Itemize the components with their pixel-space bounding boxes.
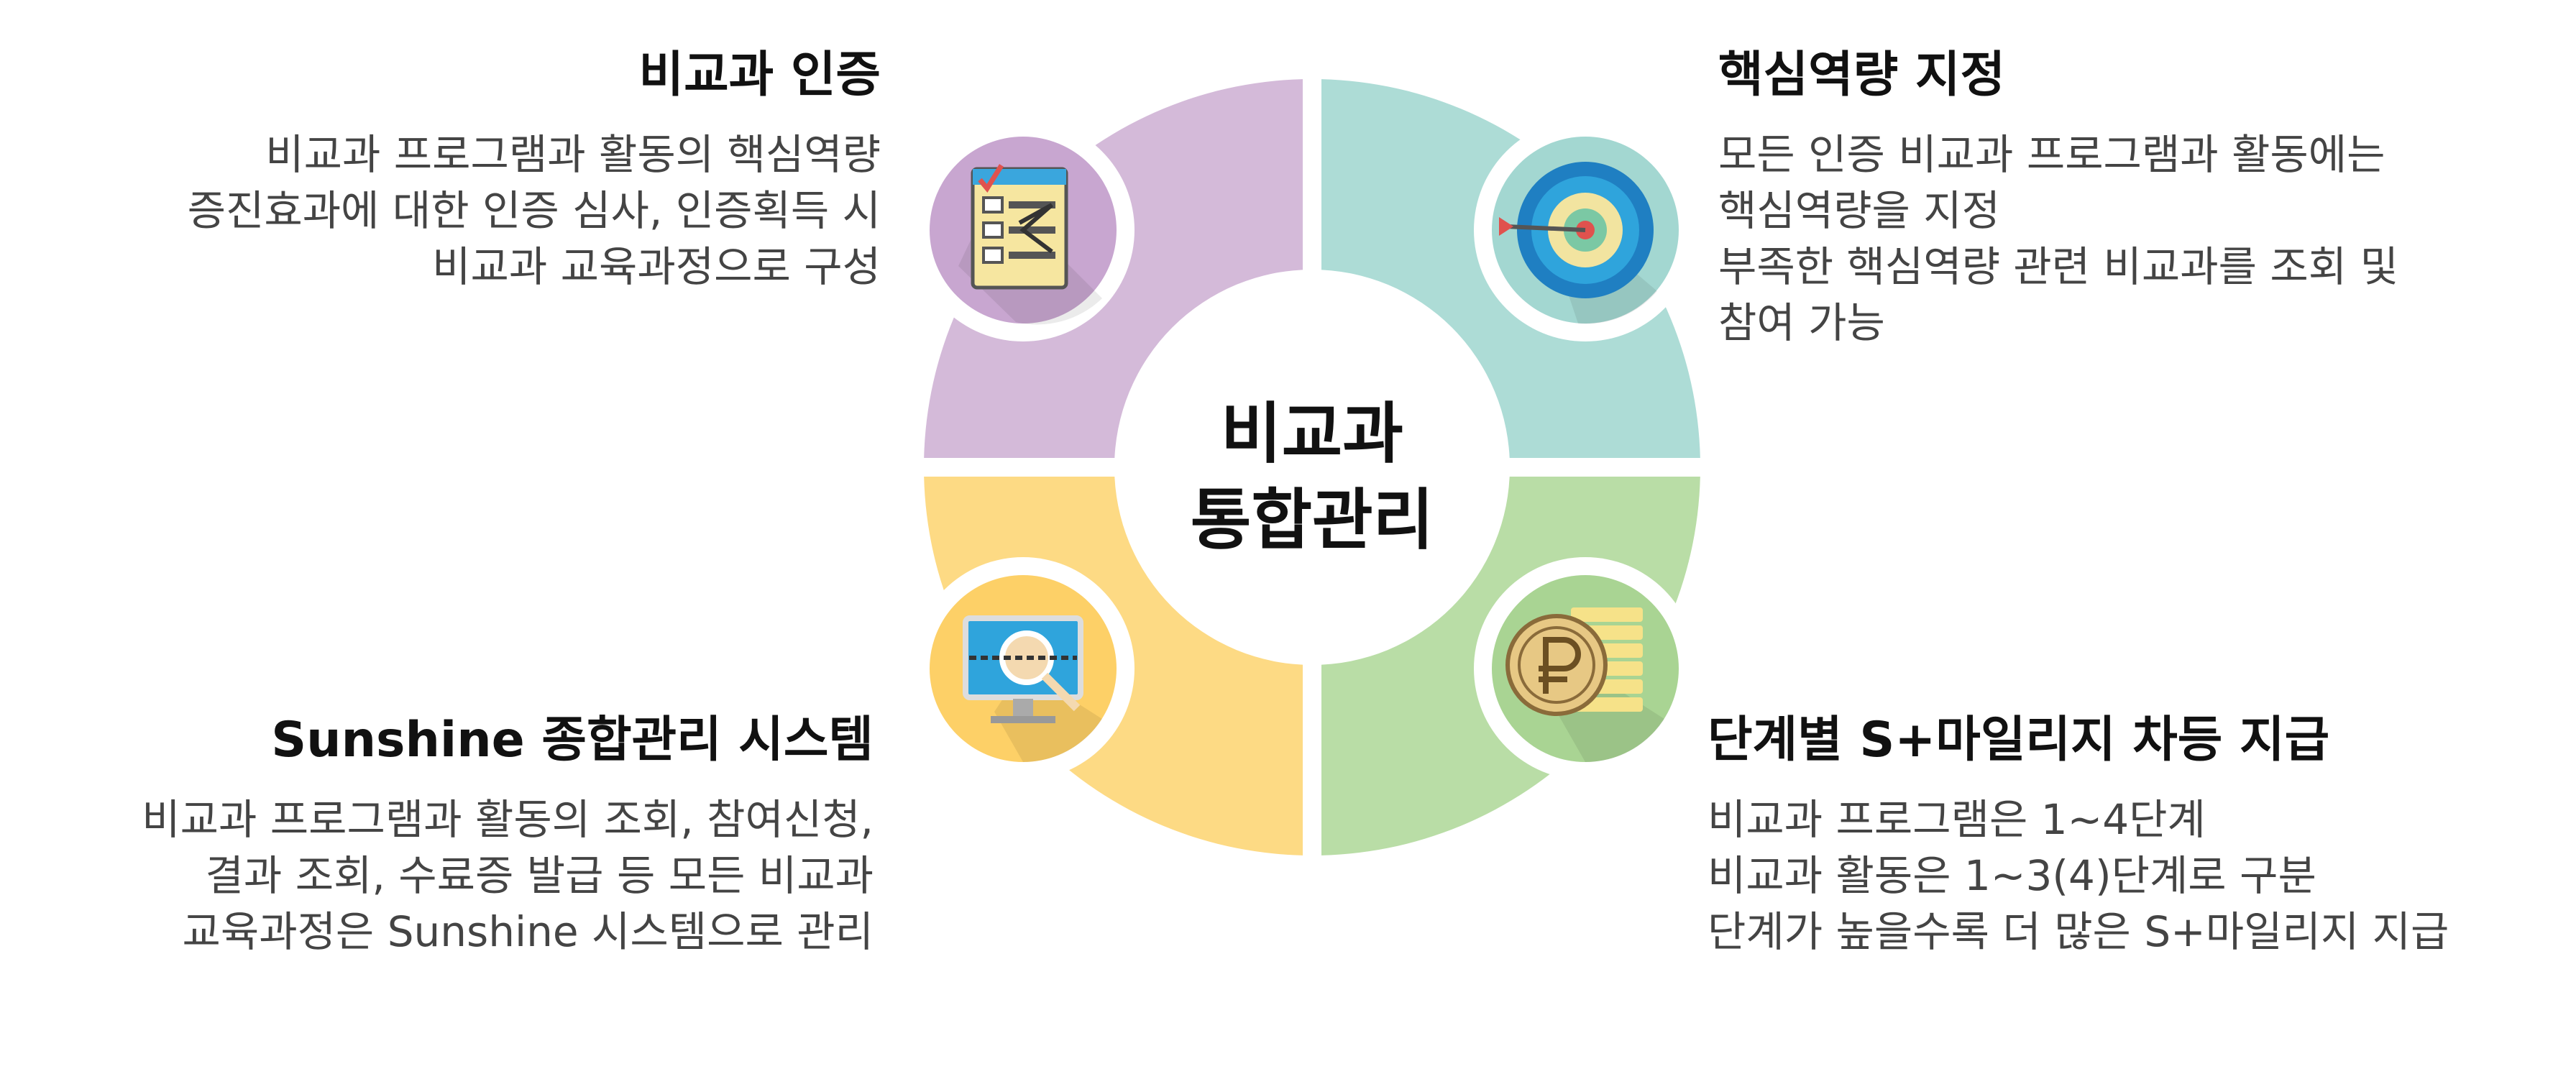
monitor-search-icon	[912, 557, 1135, 780]
block-title: Sunshine 종합관리 시스템	[271, 712, 874, 769]
block-description: 비교과 프로그램과 활동의 조회, 참여신청, 결과 조회, 수료증 발급 등 …	[142, 792, 874, 960]
desc-line: 비교과 프로그램과 활동의 조회, 참여신청,	[142, 795, 874, 844]
block-mileage: 단계별 S+마일리지 차등 지급 비교과 프로그램은 1~4단계 비교과 활동은…	[1708, 708, 2449, 960]
block-description: 모든 인증 비교과 프로그램과 활동에는 핵심역량을 지정 부족한 핵심역량 관…	[1718, 127, 2398, 351]
desc-line: 비교과 활동은 1~3(4)단계로 구분	[1708, 851, 2316, 900]
coin-stack-icon	[1474, 557, 1697, 780]
desc-line: 교육과정은 Sunshine 시스템으로 관리	[182, 907, 874, 956]
target-dart-icon	[1474, 119, 1697, 341]
block-title: 핵심역량 지정	[1718, 47, 2006, 104]
desc-line: 단계가 높을수록 더 많은 S+마일리지 지급	[1708, 907, 2449, 956]
desc-line: 비교과 프로그램과 활동의 핵심역량	[265, 130, 881, 179]
block-core-competency: 핵심역량 지정 모든 인증 비교과 프로그램과 활동에는 핵심역량을 지정 부족…	[1718, 43, 2398, 351]
ring-diagram: 비교과 통합관리	[906, 65, 1718, 870]
block-title: 비교과 인증	[638, 47, 881, 104]
desc-line: 핵심역량을 지정	[1718, 186, 2000, 235]
block-certification: 비교과 인증 비교과 프로그램과 활동의 핵심역량 증진효과에 대한 인증 심사…	[188, 43, 881, 295]
center-title-line1: 비교과	[1221, 395, 1403, 472]
center-title-line2: 통합관리	[1191, 482, 1434, 559]
desc-line: 비교과 교육과정으로 구성	[432, 242, 881, 291]
desc-line: 부족한 핵심역량 관련 비교과를 조회 및	[1718, 242, 2398, 291]
desc-line: 비교과 프로그램은 1~4단계	[1708, 795, 2206, 844]
block-description: 비교과 프로그램은 1~4단계 비교과 활동은 1~3(4)단계로 구분 단계가…	[1708, 792, 2449, 960]
desc-line: 참여 가능	[1718, 298, 1885, 347]
document-checklist-icon	[912, 119, 1135, 341]
block-description: 비교과 프로그램과 활동의 핵심역량 증진효과에 대한 인증 심사, 인증획득 …	[188, 127, 881, 295]
desc-line: 결과 조회, 수료증 발급 등 모든 비교과	[205, 851, 874, 900]
block-sunshine-system: Sunshine 종합관리 시스템 비교과 프로그램과 활동의 조회, 참여신청…	[142, 708, 874, 960]
desc-line: 증진효과에 대한 인증 심사, 인증획득 시	[187, 186, 881, 235]
center-circle	[1114, 270, 1510, 665]
block-title: 단계별 S+마일리지 차등 지급	[1708, 712, 2330, 769]
desc-line: 모든 인증 비교과 프로그램과 활동에는	[1718, 130, 2385, 179]
